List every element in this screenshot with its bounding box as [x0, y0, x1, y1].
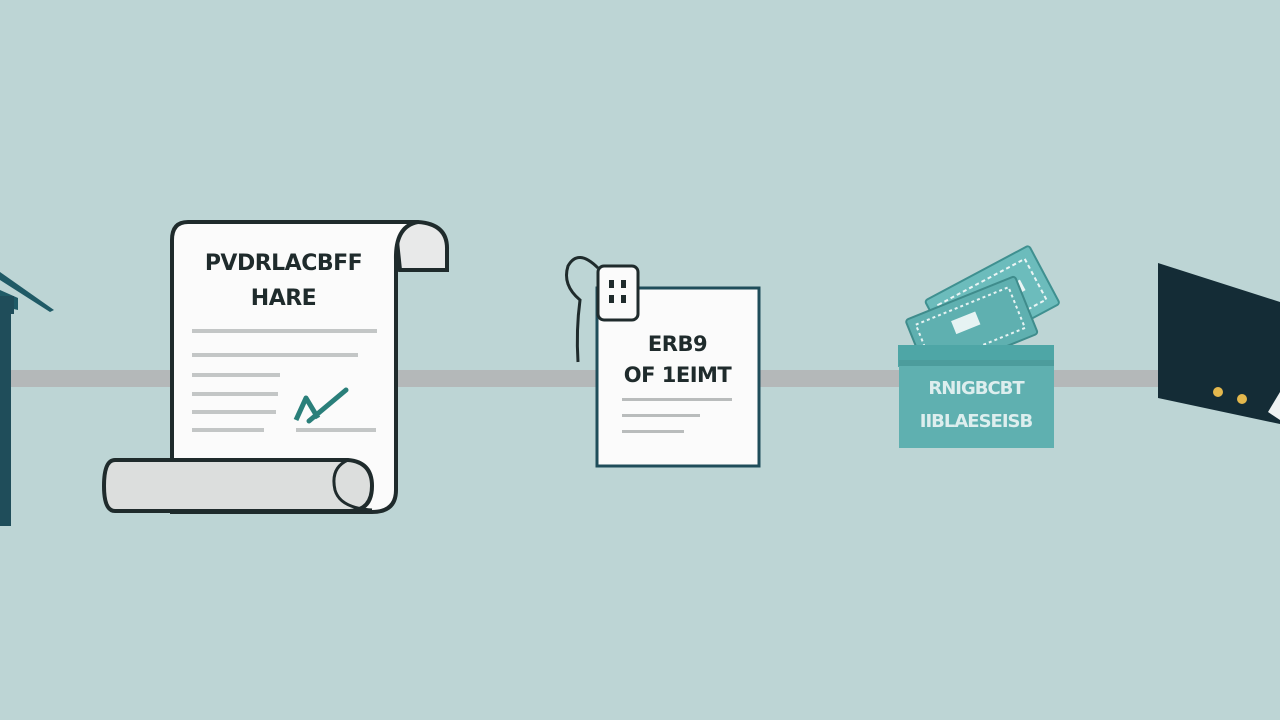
ticket-text-line-2: IIBLAESEISB [919, 411, 1033, 432]
scroll-title-line-1: PVDRLACBFF [204, 251, 363, 276]
ticket-text-line-1: RNIGBCBT [928, 378, 1024, 399]
scroll-title-line-2: HARE [250, 286, 317, 311]
form-text-line-2: OF 1EIMT [623, 363, 732, 387]
checkmark-icon [293, 387, 349, 424]
form-text-line-1: ERB9 [647, 332, 708, 356]
scroll-text-lines [192, 329, 377, 432]
